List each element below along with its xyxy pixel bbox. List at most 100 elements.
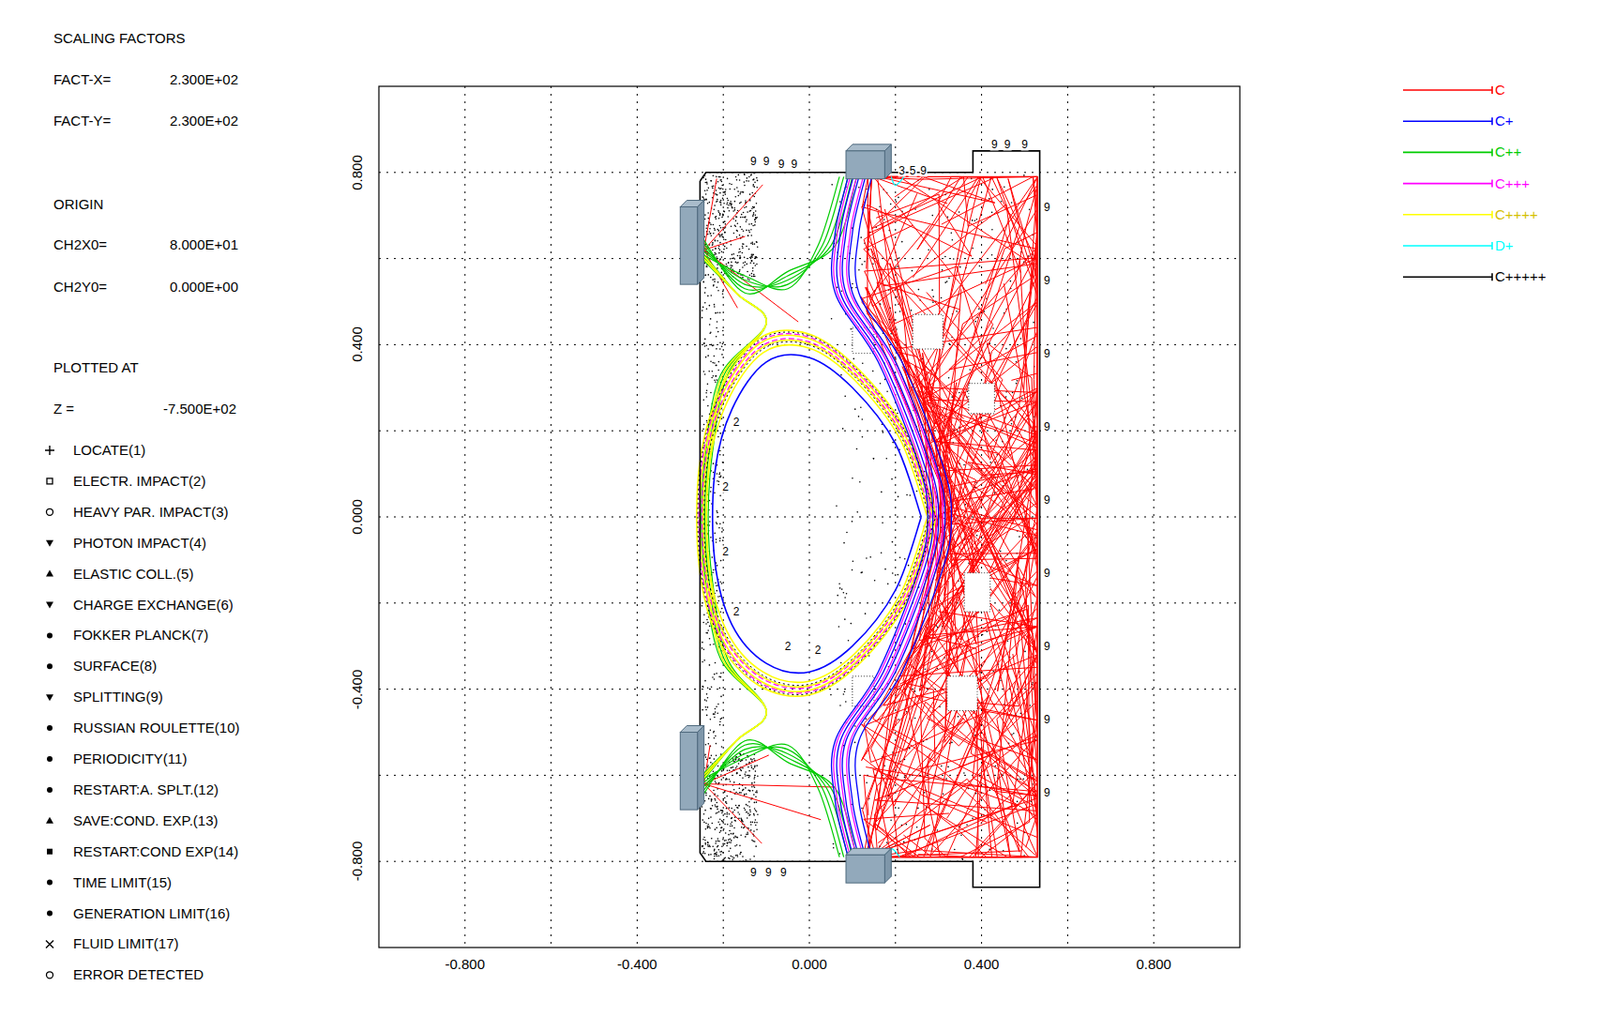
mesh-dot: [851, 520, 854, 523]
mesh-dot: [754, 845, 757, 847]
mesh-dot: [735, 791, 738, 794]
mesh-dot: [721, 826, 724, 829]
marker-legend-text: RUSSIAN ROULETTE(10): [73, 719, 241, 737]
mesh-dot: [859, 481, 861, 484]
mesh-dot: [963, 771, 966, 774]
mesh-dot: [705, 193, 708, 196]
mesh-dot: [709, 276, 712, 279]
mesh-dot: [721, 819, 724, 822]
mesh-dot: [722, 343, 725, 346]
marker-symbol: [46, 478, 53, 484]
mesh-dot: [968, 368, 971, 371]
mesh-dot: [718, 782, 721, 785]
mesh-dot: [738, 195, 740, 197]
mesh-dot: [752, 267, 755, 270]
mesh-dot: [715, 200, 718, 203]
mesh-dot: [707, 825, 710, 828]
grid-line: [1153, 86, 1155, 948]
mesh-dot: [755, 186, 758, 189]
neutral-track: [704, 178, 718, 250]
ion-track: [840, 176, 937, 857]
marker-legend-text: CHARGE EXCHANGE(6): [73, 596, 234, 614]
mesh-dot: [707, 706, 710, 709]
mesh-dot: [1016, 822, 1019, 825]
mesh-dot: [719, 453, 722, 456]
mesh-dot: [710, 798, 713, 800]
mesh-dot: [709, 232, 711, 235]
mesh-dot: [734, 257, 737, 260]
mesh-dot: [881, 521, 884, 524]
mesh-dot: [750, 823, 753, 826]
mesh-dot: [714, 380, 717, 383]
mesh-dot: [710, 754, 713, 757]
marker-symbol: [46, 632, 53, 638]
mesh-dot: [899, 556, 902, 559]
ion-track: [701, 743, 853, 858]
mesh-dot: [746, 271, 749, 273]
mesh-dot: [719, 201, 722, 204]
mesh-dot: [754, 795, 757, 798]
mesh-dot: [899, 584, 902, 587]
mesh-dot: [860, 418, 863, 421]
mesh-dot: [932, 301, 935, 303]
mesh-dot: [718, 840, 721, 843]
mesh-dot: [1000, 200, 1003, 203]
mesh-dot: [741, 266, 744, 269]
mesh-dot: [948, 277, 951, 280]
mesh-dot: [726, 215, 729, 218]
mesh-dot: [734, 224, 737, 227]
mesh-dot: [754, 821, 756, 824]
mesh-dot: [754, 818, 757, 821]
mesh-dot: [715, 327, 718, 330]
mesh-dot: [741, 767, 744, 770]
marker-symbols: [45, 445, 55, 979]
mesh-dot: [720, 672, 723, 675]
parameter-text: FACT-Y=: [53, 112, 111, 130]
mesh-dot: [890, 203, 892, 206]
mesh-dot: [745, 833, 748, 836]
mesh-dot: [730, 817, 733, 820]
mesh-dot: [845, 531, 848, 534]
mesh-dot: [733, 836, 736, 839]
mesh-dot: [755, 828, 758, 831]
ion-track: [831, 176, 929, 857]
mesh-dot: [879, 382, 882, 385]
mesh-dot: [963, 464, 966, 467]
mesh-dot: [1028, 208, 1031, 211]
mesh-dot: [898, 256, 901, 259]
mesh-dot: [745, 218, 748, 221]
mesh-dot: [754, 769, 757, 772]
mesh-dot: [712, 185, 715, 188]
legend-text: C++: [1494, 143, 1522, 161]
mesh-dot: [719, 179, 722, 182]
mesh-dot: [751, 223, 754, 226]
mesh-dot: [979, 265, 982, 268]
marker-legend-text: ELASTIC COLL.(5): [73, 565, 194, 583]
mesh-dot: [720, 850, 723, 853]
mesh-dot: [754, 214, 757, 217]
mesh-dot: [856, 511, 859, 514]
mesh-dot: [752, 206, 755, 209]
mesh-dot: [730, 767, 733, 770]
mesh-dot: [966, 824, 968, 827]
mesh-dot: [719, 192, 722, 195]
mesh-dot: [745, 220, 748, 223]
mesh-dot: [705, 345, 708, 348]
mesh-dot: [844, 618, 846, 620]
mesh-dot: [730, 267, 733, 270]
parameter-text: FACT-X=: [53, 71, 111, 89]
mesh-dot: [886, 390, 889, 393]
mesh-dot: [716, 194, 719, 197]
event-marker-number: 9: [1042, 273, 1052, 287]
marker-legend-text: SPLITTING(9): [73, 688, 164, 706]
mesh-dot: [959, 266, 962, 269]
mesh-dot: [723, 857, 725, 860]
vessel-wall: [699, 150, 1040, 888]
mesh-dot: [752, 214, 755, 217]
mesh-dot: [722, 539, 725, 542]
mesh-dot: [971, 219, 974, 222]
mesh-dot: [709, 637, 711, 640]
mesh-dot: [717, 820, 720, 823]
mesh-dot: [891, 572, 894, 574]
mesh-dot: [712, 224, 715, 227]
